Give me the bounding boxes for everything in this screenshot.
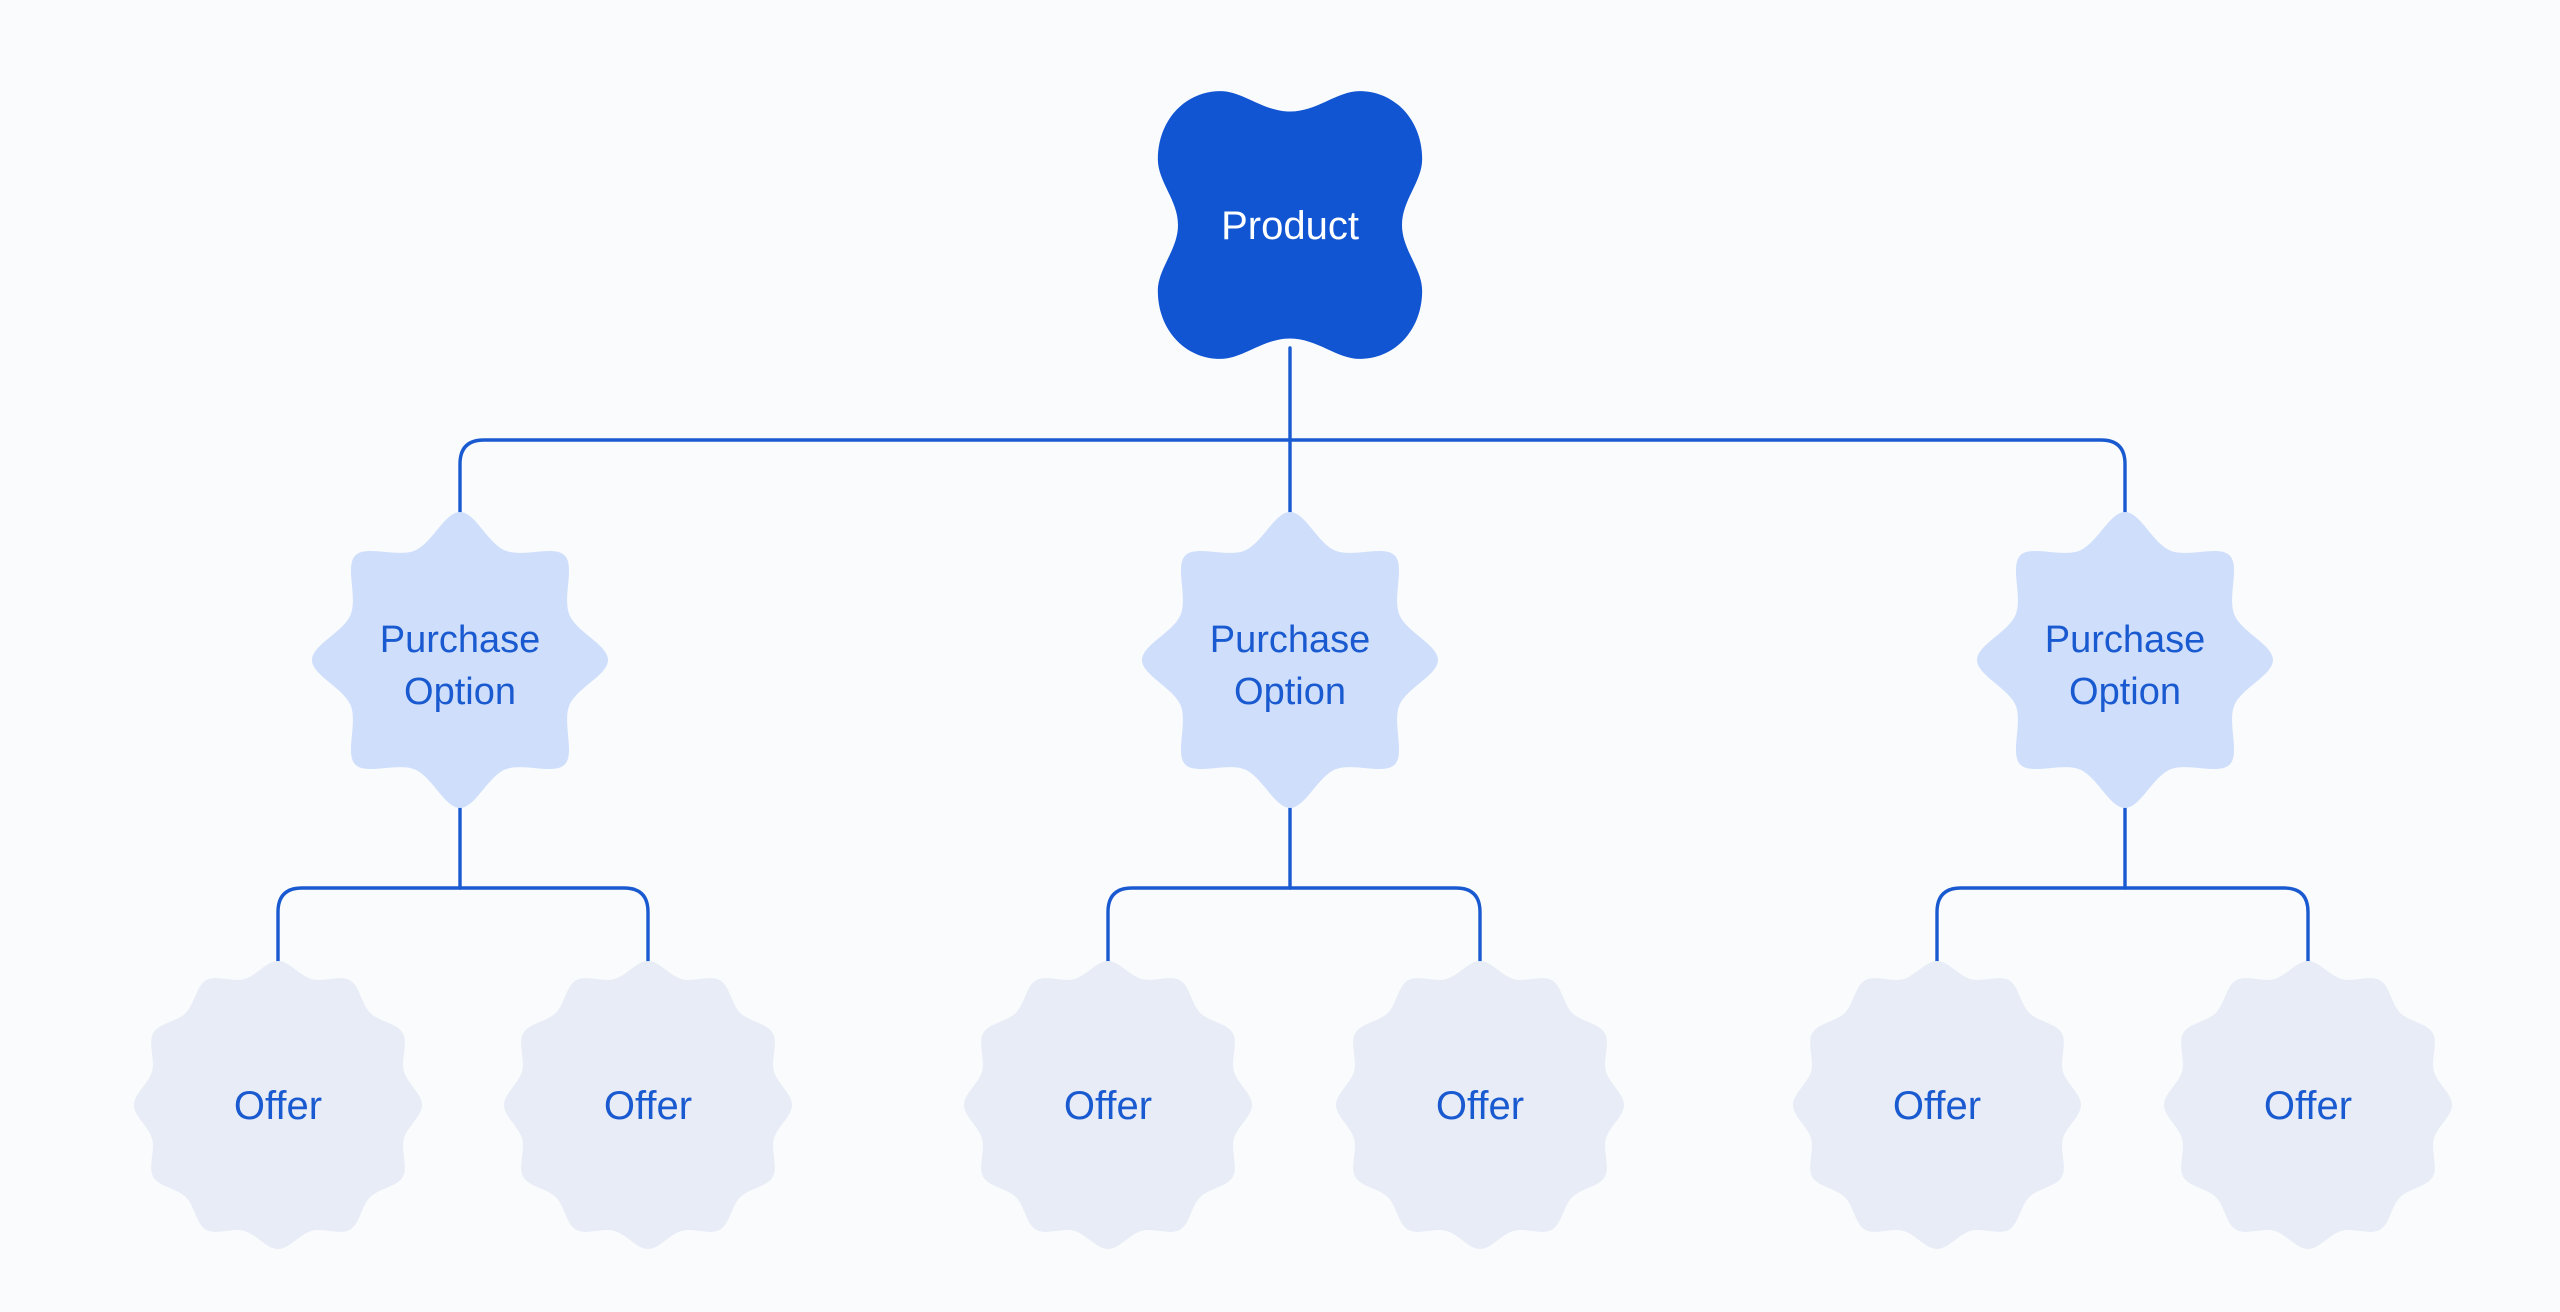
offer-blob-shape: [964, 961, 1252, 1249]
connector-option2-to-offer4: [1288, 886, 1482, 968]
purchase-option-blob-shape: [1142, 512, 1438, 808]
node-offer-4[interactable]: Offer: [1336, 961, 1624, 1249]
connector-option1-to-offer1: [276, 886, 462, 968]
node-purchase-option-1[interactable]: Purchase Option: [312, 512, 608, 808]
connector-option3-to-offer6: [2123, 886, 2310, 968]
node-offer-6[interactable]: Offer: [2164, 961, 2452, 1249]
node-offer-3[interactable]: Offer: [964, 961, 1252, 1249]
connector-option1-to-offer2: [458, 886, 650, 968]
offer-blob-shape: [134, 961, 422, 1249]
offer-blob-shape: [1793, 961, 2081, 1249]
connector-group: [276, 346, 2310, 968]
offer-blob-shape: [504, 961, 792, 1249]
node-offer-5[interactable]: Offer: [1793, 961, 2081, 1249]
connector-product-to-option-right: [1288, 438, 2127, 521]
offer-blob-shape: [2164, 961, 2452, 1249]
connector-product-to-option-left: [458, 438, 1292, 521]
connector-option2-to-offer3: [1106, 886, 1292, 968]
purchase-option-blob-shape: [1977, 512, 2273, 808]
offer-nodes-group: Offer Offer Offer Offer Offer Offer: [134, 961, 2452, 1249]
offer-blob-shape: [1336, 961, 1624, 1249]
purchase-option-nodes-group: Purchase Option Purchase Option Purchase…: [312, 512, 2273, 808]
product-blob-shape: [1157, 91, 1423, 359]
purchase-option-blob-shape: [312, 512, 608, 808]
connector-option3-to-offer5: [1935, 886, 2127, 968]
node-offer-2[interactable]: Offer: [504, 961, 792, 1249]
node-purchase-option-2[interactable]: Purchase Option: [1142, 512, 1438, 808]
node-offer-1[interactable]: Offer: [134, 961, 422, 1249]
node-purchase-option-3[interactable]: Purchase Option: [1977, 512, 2273, 808]
node-product[interactable]: Product: [1157, 91, 1423, 359]
